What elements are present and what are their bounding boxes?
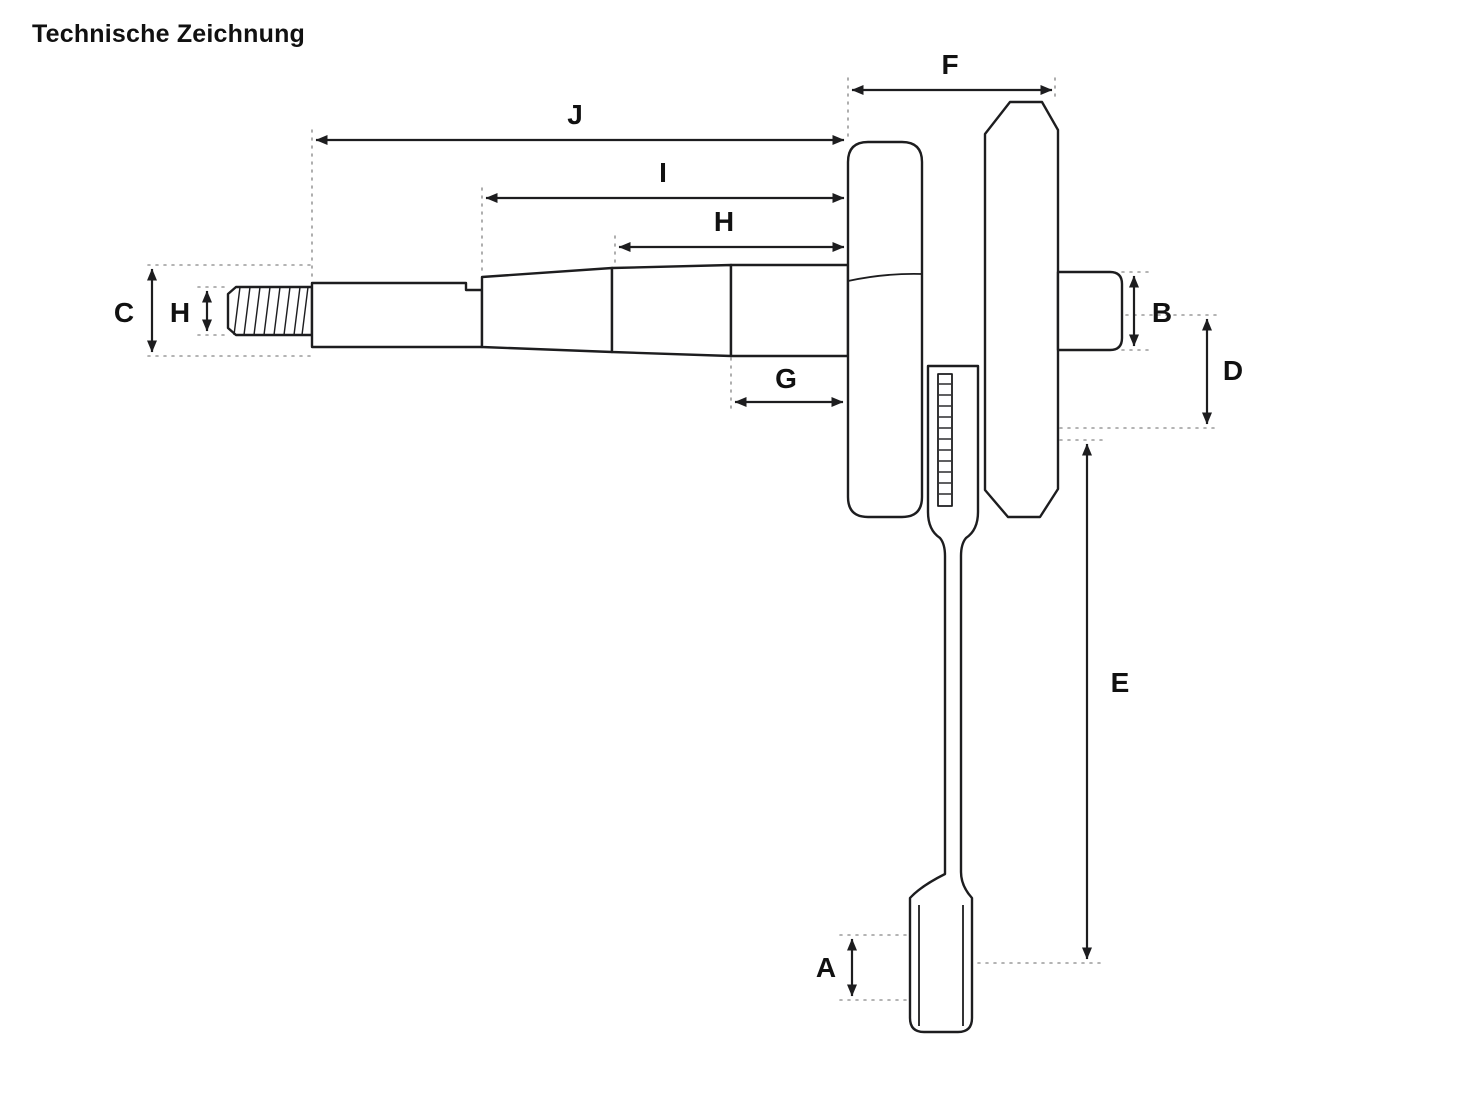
crank-web-right xyxy=(983,100,1060,519)
bearing-roller-lines xyxy=(939,383,951,495)
thread-lines xyxy=(233,286,309,336)
big-end-bearing xyxy=(937,373,953,507)
dimension-label-g: G xyxy=(775,363,797,394)
crank-web-left-boss-line xyxy=(847,272,923,282)
dimension-label-h-top: H xyxy=(714,206,734,237)
dimension-label-c: C xyxy=(114,297,134,328)
thread-section xyxy=(226,285,314,337)
dimension-labels: F J I H C H B D G E A xyxy=(114,49,1243,983)
dimension-label-f: F xyxy=(941,49,958,80)
crank-web-left xyxy=(846,140,924,519)
dimension-label-d: D xyxy=(1223,355,1243,386)
connecting-rod-outline xyxy=(908,364,980,1034)
dimension-label-e: E xyxy=(1111,667,1130,698)
shaft-section-1 xyxy=(310,281,484,349)
dimension-lines xyxy=(147,85,1212,997)
connecting-rod xyxy=(908,364,980,1034)
dimension-label-h-left: H xyxy=(170,297,190,328)
dimension-label-i: I xyxy=(659,157,667,188)
crankshaft-outline xyxy=(226,100,1124,519)
shaft-section-3 xyxy=(610,263,733,358)
small-end-bore-lines xyxy=(918,905,964,1026)
shaft-section-4 xyxy=(729,263,850,358)
page-title: Technische Zeichnung xyxy=(32,20,306,48)
shaft-section-2 xyxy=(480,266,614,354)
guide-lines xyxy=(147,77,1221,1001)
shaft-stub-right xyxy=(1056,270,1124,352)
dimension-label-a: A xyxy=(816,952,836,983)
dimension-label-j: J xyxy=(567,99,583,130)
dimension-label-b: B xyxy=(1152,297,1172,328)
